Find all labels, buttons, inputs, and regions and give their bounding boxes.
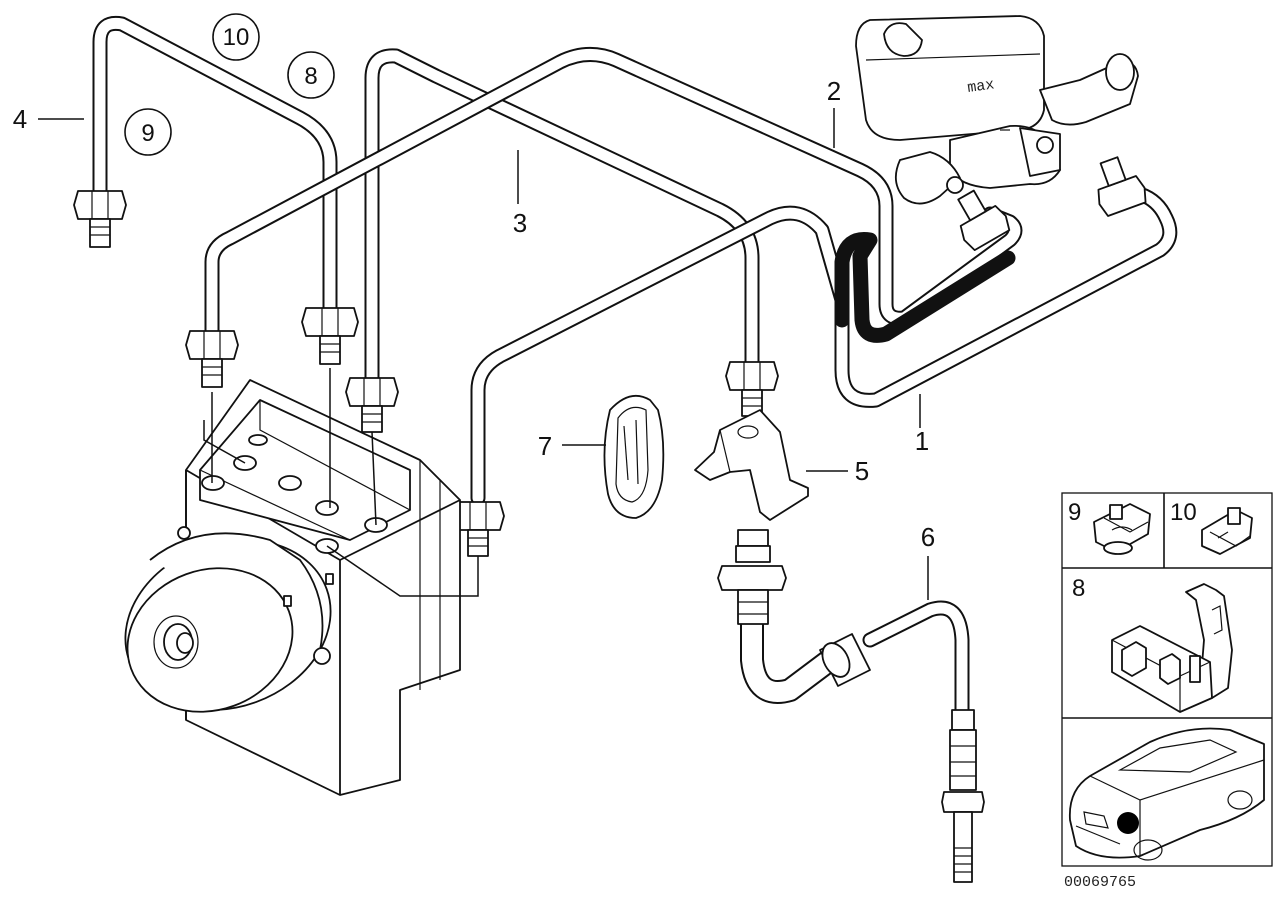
pipe-fittings bbox=[73, 156, 1147, 557]
circled-8: 8 bbox=[304, 63, 317, 90]
car-locator-icon bbox=[1068, 727, 1265, 861]
fitting-master-1 bbox=[957, 189, 1011, 252]
circle-10 bbox=[212, 13, 260, 61]
fitting-master-2 bbox=[1097, 156, 1147, 217]
callout-1: 1 bbox=[915, 426, 929, 456]
circled-9: 9 bbox=[141, 120, 154, 147]
fitting-left-port bbox=[185, 330, 239, 388]
callout-7: 7 bbox=[538, 431, 552, 461]
fitting-pipe-3-left bbox=[345, 377, 399, 433]
grommet-7 bbox=[603, 394, 665, 519]
reservoir-marking: max bbox=[966, 76, 995, 97]
clip-8-icon bbox=[1111, 583, 1233, 713]
brake-hose-6 bbox=[717, 529, 985, 883]
pipe-2 bbox=[834, 231, 1016, 343]
fitting-pipe-4 bbox=[73, 190, 127, 248]
callout-labels: 1 2 3 4 5 6 7 bbox=[13, 76, 935, 552]
callout-6: 6 bbox=[921, 522, 935, 552]
callout-leaders bbox=[38, 108, 929, 600]
diagram-code: 00069765 bbox=[1064, 874, 1136, 891]
clip-9-icon bbox=[1093, 503, 1151, 555]
bracket-5 bbox=[694, 409, 809, 521]
location-marker bbox=[1117, 812, 1139, 834]
abs-hydraulic-unit bbox=[124, 379, 461, 796]
callout-2: 2 bbox=[827, 76, 841, 106]
callout-5: 5 bbox=[855, 456, 869, 486]
fitting-pipe-10 bbox=[301, 307, 359, 365]
pipe-left-port bbox=[204, 47, 1023, 338]
callout-4: 4 bbox=[13, 104, 27, 134]
port-leader-lines bbox=[203, 368, 479, 597]
circled-callouts: 10 8 9 bbox=[124, 13, 335, 156]
inset-label-8: 8 bbox=[1072, 575, 1085, 602]
brake-pipes bbox=[92, 15, 1178, 506]
clip-10-icon bbox=[1201, 507, 1253, 555]
fitting-pipe-3-right bbox=[725, 361, 779, 417]
master-cylinder: max bbox=[855, 15, 1139, 205]
inset-panel: 9 10 8 bbox=[1061, 492, 1273, 867]
circle-8 bbox=[287, 51, 335, 99]
circled-10: 10 bbox=[223, 24, 250, 51]
inset-label-10: 10 bbox=[1170, 499, 1197, 526]
pipe-1 bbox=[470, 186, 1178, 506]
pipe-4 bbox=[92, 15, 338, 318]
callout-3: 3 bbox=[513, 208, 527, 238]
circle-9 bbox=[124, 108, 172, 156]
inset-label-9: 9 bbox=[1068, 499, 1081, 526]
pipe-3 bbox=[364, 48, 760, 388]
